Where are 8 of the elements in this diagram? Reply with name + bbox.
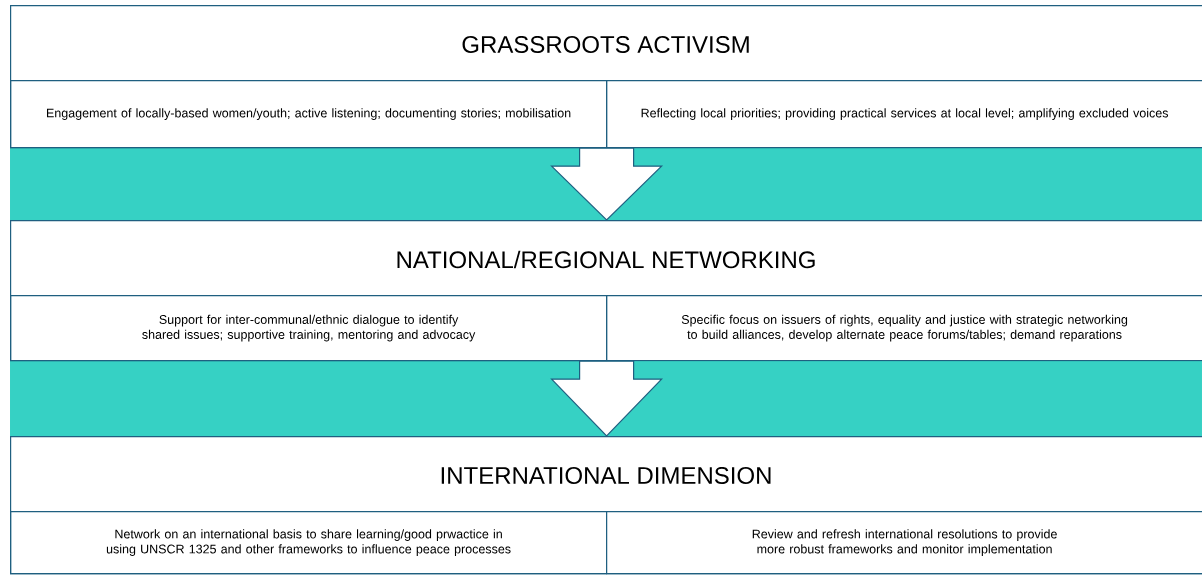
text-cell: Review and refresh international resolutions to provide more robust frameworks and monitor implementation <box>606 511 1202 575</box>
text-cell: Specific focus on issuers of rights, equality and justice with strategic networking to build alliances, develop alternate peace forums/tables; demand reparations <box>606 295 1202 362</box>
text-cell: Support for inter-communal/ethnic dialogue to identify shared issues; supportive training, mentoring and advocacy <box>10 295 608 362</box>
text-cell: Engagement of locally-based women/youth; active listening; documenting stories; mobilisation <box>10 80 608 149</box>
text-cell: Network on an international basis to share learning/good prwactice in using UNSCR 1325 and other frameworks to influence peace processes <box>10 511 608 575</box>
text-cell: Reflecting local priorities; providing practical services at local level; amplifying excluded voices <box>606 80 1202 149</box>
block-arrow <box>550 147 664 221</box>
block-arrow <box>550 360 664 437</box>
